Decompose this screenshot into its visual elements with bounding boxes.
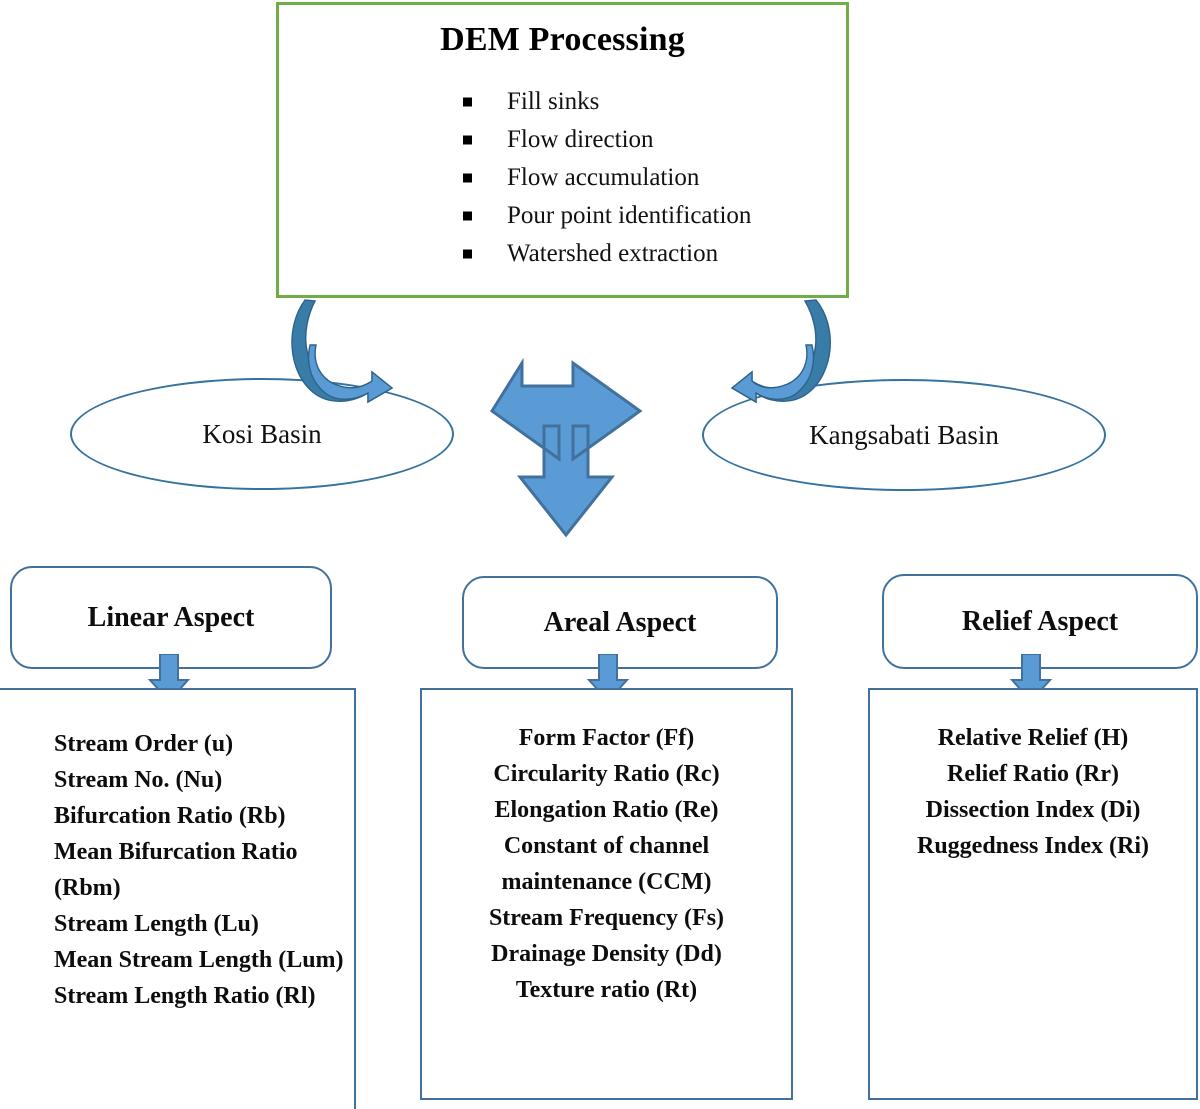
square-bullet-icon (463, 249, 472, 259)
kangsabati-basin-node: Kangsabati Basin (702, 379, 1106, 491)
dem-step-label: Flow accumulation (507, 164, 700, 191)
kangsabati-basin-label: Kangsabati Basin (809, 419, 999, 450)
list-item: Circularity Ratio (Rc) (493, 761, 720, 787)
linear-aspect-list: Stream Order (u) Stream No. (Nu) Bifurca… (0, 726, 354, 1014)
relief-aspect-list: Relative Relief (H) Relief Ratio (Rr) Di… (870, 720, 1196, 864)
list-item: Flow direction (279, 121, 846, 159)
dem-step-label: Fill sinks (507, 88, 600, 115)
list-item: Flow accumulation (279, 159, 846, 197)
list-item: Texture ratio (Rt) (515, 977, 698, 1003)
tri-directional-arrow (489, 357, 643, 538)
square-bullet-icon (463, 97, 472, 107)
list-item: Drainage Density (Dd) (491, 941, 722, 967)
dem-processing-step-list: Fill sinks Flow direction Flow accumulat… (279, 83, 846, 273)
dem-processing-title: DEM Processing (440, 21, 685, 58)
list-item: Form Factor (Ff) (518, 725, 695, 751)
list-item: Bifurcation Ratio (Rb) (54, 803, 286, 829)
square-bullet-icon (463, 135, 472, 145)
list-item: Stream Length Ratio (Rl) (54, 983, 316, 1009)
dem-step-label: Pour point identification (507, 202, 752, 229)
linear-aspect-box: Stream Order (u) Stream No. (Nu) Bifurca… (0, 688, 356, 1109)
list-item: Stream Order (u) (54, 731, 234, 757)
list-item: Pour point identification (279, 197, 846, 235)
relief-aspect-box: Relative Relief (H) Relief Ratio (Rr) Di… (868, 688, 1198, 1100)
dem-step-label: Watershed extraction (507, 240, 719, 267)
list-item: Stream Length (Lu) (54, 911, 259, 937)
list-item: Stream No. (Nu) (54, 767, 223, 793)
areal-aspect-list: Form Factor (Ff) Circularity Ratio (Rc) … (422, 720, 791, 1008)
relief-aspect-header[interactable]: Relief Aspect (882, 574, 1198, 669)
relief-aspect-header-label: Relief Aspect (961, 605, 1119, 637)
list-item: Mean Bifurcation Ratio (Rbm) (54, 839, 298, 901)
linear-aspect-header[interactable]: Linear Aspect (10, 566, 332, 669)
list-item: Watershed extraction (279, 235, 846, 273)
areal-aspect-header-label: Areal Aspect (543, 606, 697, 638)
list-item: Relief Ratio (Rr) (947, 761, 1119, 787)
list-item: Constant of channel maintenance (CCM) (501, 833, 712, 895)
areal-aspect-header[interactable]: Areal Aspect (462, 576, 778, 669)
dem-step-label: Flow direction (507, 126, 654, 153)
square-bullet-icon (463, 211, 472, 221)
dem-processing-box: DEM Processing Fill sinks Flow direction… (276, 2, 849, 298)
square-bullet-icon (463, 173, 472, 183)
list-item: Mean Stream Length (Lum) (54, 947, 344, 973)
linear-aspect-header-label: Linear Aspect (87, 601, 255, 633)
list-item: Dissection Index (Di) (925, 797, 1141, 823)
list-item: Elongation Ratio (Re) (494, 797, 719, 823)
list-item: Ruggedness Index (Ri) (916, 833, 1150, 859)
list-item: Stream Frequency (Fs) (488, 905, 725, 931)
areal-aspect-box: Form Factor (Ff) Circularity Ratio (Rc) … (420, 688, 793, 1100)
kosi-basin-label: Kosi Basin (202, 418, 322, 449)
list-item: Relative Relief (H) (937, 725, 1129, 751)
kosi-basin-node: Kosi Basin (70, 378, 454, 490)
list-item: Fill sinks (279, 83, 846, 121)
